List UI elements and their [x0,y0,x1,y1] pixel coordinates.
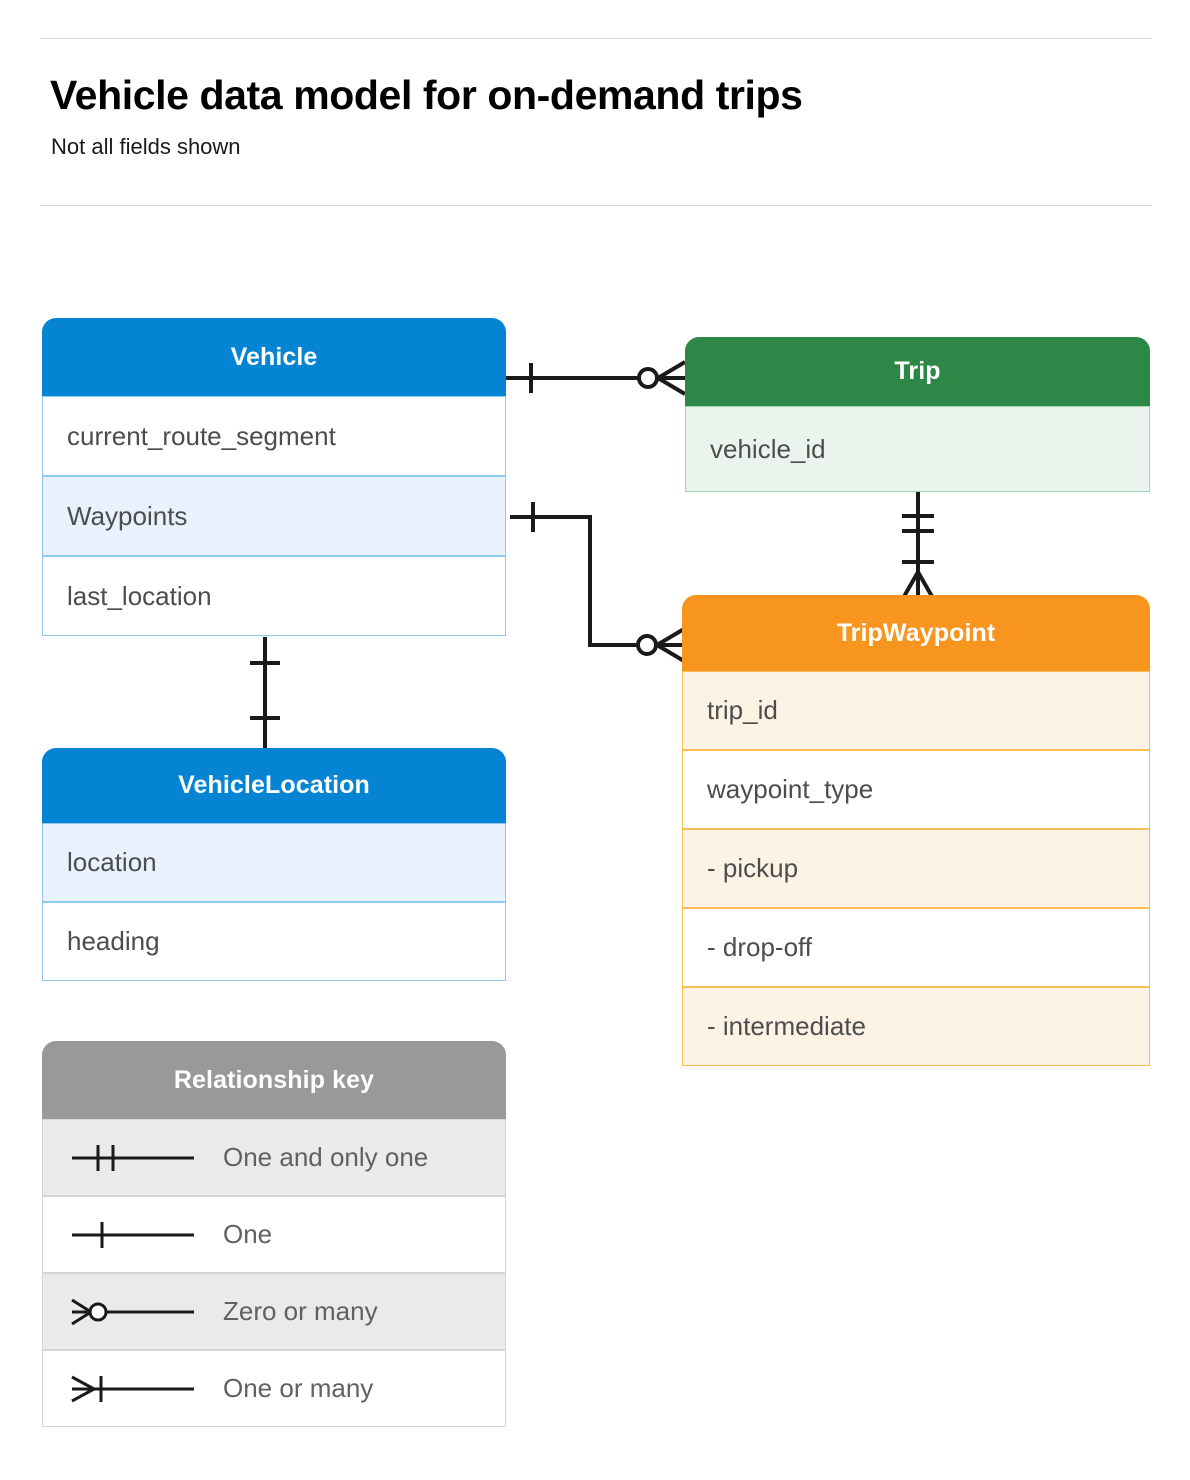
cardinality-crow-foot-upper-tw [655,627,686,647]
legend-item[interactable]: One or many [42,1350,506,1427]
entity-field-row[interactable]: waypoint_type [682,750,1150,829]
legend-item[interactable]: Zero or many [42,1273,506,1350]
entity-field-row[interactable]: vehicle_id [685,406,1150,492]
legend-item-label: One and only one [223,1142,429,1172]
relationship-key-legend[interactable]: Relationship key One and only one [42,1041,506,1427]
entity-field-row[interactable]: last_location [42,556,506,636]
header-divider-top [40,38,1152,39]
entity-vehicle-title: Vehicle [42,318,506,396]
entity-vehicle-location-fields: location heading [42,823,506,981]
legend-item-label: Zero or many [223,1296,378,1326]
cardinality-crow-foot-lower-tw [655,643,686,663]
cardinality-zero-circle [637,367,659,389]
page-title: Vehicle data model for on-demand trips [50,72,803,118]
connector-waypoints-tripwaypoint [510,515,637,647]
entity-trip-waypoint[interactable]: TripWaypoint trip_id waypoint_type - pic… [682,595,1150,1066]
legend-item[interactable]: One [42,1196,506,1273]
entity-trip-waypoint-title: TripWaypoint [682,595,1150,671]
entity-field-row[interactable]: - intermediate [682,987,1150,1066]
entity-vehicle-location-title: VehicleLocation [42,748,506,823]
entity-field-row[interactable]: - pickup [682,829,1150,908]
one-or-many-icon [43,1369,223,1409]
cardinality-zero-circle-tripwaypoint [636,634,658,656]
entity-trip-waypoint-fields: trip_id waypoint_type - pickup - drop-of… [682,671,1150,1066]
one-and-only-one-icon [43,1138,223,1178]
entity-field-row[interactable]: location [42,823,506,902]
entity-field-row[interactable]: current_route_segment [42,396,506,476]
header-divider-bottom [40,205,1152,206]
cardinality-crow-foot-lower [656,376,687,396]
legend-item-label: One [223,1219,273,1249]
entity-field-row[interactable]: trip_id [682,671,1150,750]
one-icon [43,1215,223,1255]
entity-vehicle[interactable]: Vehicle current_route_segment Waypoints … [42,318,506,636]
legend-title: Relationship key [42,1041,506,1119]
page-subtitle: Not all fields shown [51,134,241,159]
entity-vehicle-location[interactable]: VehicleLocation location heading [42,748,506,981]
entity-field-row[interactable]: heading [42,902,506,981]
entity-vehicle-fields: current_route_segment Waypoints last_loc… [42,396,506,636]
legend-item-label: One or many [223,1373,374,1403]
zero-or-many-icon [43,1292,223,1332]
entity-field-row[interactable]: Waypoints [42,476,506,556]
legend-rows: One and only one One [42,1119,506,1427]
entity-trip-title: Trip [685,337,1150,406]
entity-field-row[interactable]: - drop-off [682,908,1150,987]
legend-item[interactable]: One and only one [42,1119,506,1196]
cardinality-crow-foot-upper [656,360,687,380]
entity-trip-fields: vehicle_id [685,406,1150,492]
entity-trip[interactable]: Trip vehicle_id [685,337,1150,492]
